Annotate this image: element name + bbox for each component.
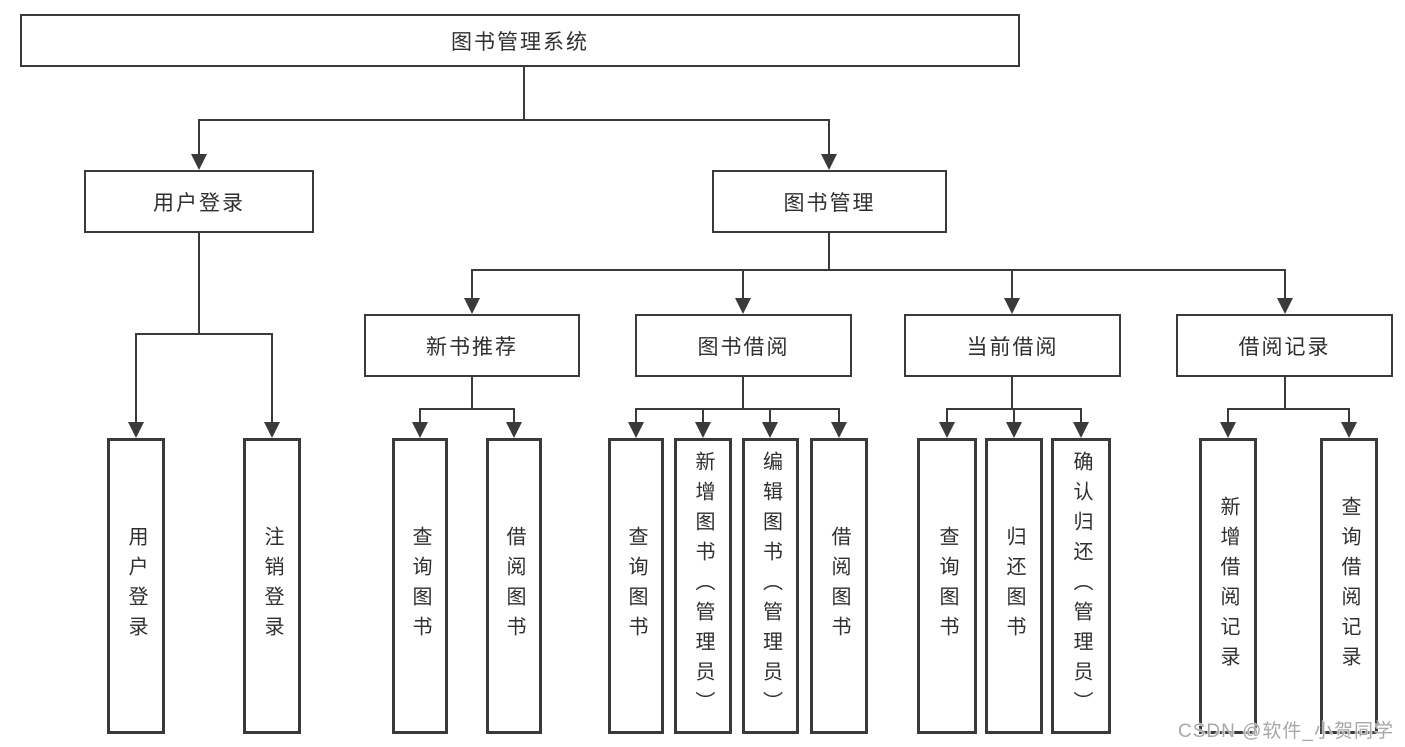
connector-user-login-stem (198, 233, 200, 335)
node-root: 图书管理系统 (20, 14, 1020, 67)
leaf-br-add-record-label: 新增借阅记录 (1217, 496, 1239, 676)
connector-arrow-stem (135, 335, 137, 422)
arrowhead-down-icon (128, 422, 144, 438)
connector-arrow-stem (769, 410, 771, 422)
connector-level3-rail (471, 269, 1286, 271)
leaf-br-add-record: 新增借阅记录 (1199, 438, 1257, 734)
connector-arrow-stem (471, 271, 473, 298)
connector-arrow-stem (702, 410, 704, 422)
connector-arrow-stem (838, 410, 840, 422)
leaf-cb-return-book-label: 归还图书 (1003, 526, 1025, 646)
leaf-bb-edit-book-label: 编辑图书（管理员） (759, 451, 782, 721)
leaf-logout: 注销登录 (243, 438, 301, 734)
arrowhead-down-icon (506, 422, 522, 438)
arrowhead-down-icon (1006, 422, 1022, 438)
connector-arrow-stem (1348, 410, 1350, 422)
connector-root-stem (523, 67, 525, 120)
connector-arrow-stem (198, 120, 200, 154)
leaf-nb-query-book-label: 查询图书 (409, 526, 431, 646)
connector-arrow-stem (1011, 271, 1013, 298)
node-user-login: 用户登录 (84, 170, 314, 233)
arrowhead-down-icon (1004, 298, 1020, 314)
node-new-book-recommend-label: 新书推荐 (426, 335, 518, 359)
arrowhead-down-icon (628, 422, 644, 438)
leaf-cb-confirm-return-label: 确认归还（管理员） (1070, 451, 1092, 721)
connector-book-mgmt-stem (828, 233, 830, 271)
arrowhead-down-icon (264, 422, 280, 438)
connector-arrow-stem (828, 120, 830, 154)
leaf-logout-label: 注销登录 (261, 526, 283, 646)
leaf-bb-edit-book: 编辑图书（管理员） (742, 438, 799, 734)
connector-new-book-rail (419, 408, 515, 410)
node-borrow-record: 借阅记录 (1176, 314, 1393, 377)
leaf-nb-query-book: 查询图书 (392, 438, 448, 734)
connector-arrow-stem (271, 335, 273, 422)
leaf-user-login: 用户登录 (107, 438, 165, 734)
connector-arrow-stem (1080, 410, 1082, 422)
leaf-cb-query-book: 查询图书 (917, 438, 977, 734)
connector-book-borrow-stem (742, 377, 744, 410)
connector-arrow-stem (1227, 410, 1229, 422)
connector-arrow-stem (946, 410, 948, 422)
node-book-management: 图书管理 (712, 170, 947, 233)
leaf-cb-query-book-label: 查询图书 (936, 526, 958, 646)
node-book-borrow-label: 图书借阅 (697, 335, 790, 359)
arrowhead-down-icon (1341, 422, 1357, 438)
leaf-cb-return-book: 归还图书 (985, 438, 1043, 734)
connector-borrow-record-stem (1284, 377, 1286, 410)
leaf-bb-query-book-label: 查询图书 (625, 526, 647, 646)
leaf-nb-borrow-book-label: 借阅图书 (503, 526, 525, 646)
connector-arrow-stem (1013, 410, 1015, 422)
arrowhead-down-icon (1220, 422, 1236, 438)
leaf-bb-query-book: 查询图书 (608, 438, 664, 734)
node-root-label: 图书管理系统 (451, 30, 589, 54)
connector-arrow-stem (635, 410, 637, 422)
leaf-bb-borrow-book-label: 借阅图书 (828, 526, 850, 646)
leaf-cb-confirm-return: 确认归还（管理员） (1051, 438, 1111, 734)
node-book-management-label: 图书管理 (783, 191, 876, 215)
arrowhead-down-icon (762, 422, 778, 438)
connector-current-borrow-rail (946, 408, 1082, 410)
arrowhead-down-icon (1277, 298, 1293, 314)
leaf-br-query-record-label: 查询借阅记录 (1338, 496, 1360, 676)
csdn-watermark: CSDN @软件_小贺同学 (1178, 721, 1394, 742)
arrowhead-down-icon (191, 154, 207, 170)
connector-book-borrow-rail (635, 408, 840, 410)
arrowhead-down-icon (1073, 422, 1089, 438)
node-current-borrow: 当前借阅 (904, 314, 1121, 377)
leaf-bb-borrow-book: 借阅图书 (810, 438, 868, 734)
leaf-user-login-label: 用户登录 (125, 526, 147, 646)
arrowhead-down-icon (464, 298, 480, 314)
arrowhead-down-icon (939, 422, 955, 438)
connector-arrow-stem (742, 271, 744, 298)
leaf-bb-add-book-label: 新增图书（管理员） (692, 451, 714, 721)
node-book-borrow: 图书借阅 (635, 314, 852, 377)
arrowhead-down-icon (412, 422, 428, 438)
leaf-nb-borrow-book: 借阅图书 (486, 438, 542, 734)
node-user-login-label: 用户登录 (153, 191, 245, 215)
connector-arrow-stem (419, 410, 421, 422)
connector-borrow-record-rail (1227, 408, 1350, 410)
node-current-borrow-label: 当前借阅 (966, 335, 1059, 359)
node-new-book-recommend: 新书推荐 (364, 314, 580, 377)
connector-arrow-stem (1284, 271, 1286, 298)
connector-level1-rail (198, 119, 830, 121)
node-borrow-record-label: 借阅记录 (1238, 335, 1331, 359)
connector-current-borrow-stem (1011, 377, 1013, 410)
leaf-br-query-record: 查询借阅记录 (1320, 438, 1378, 734)
connector-arrow-stem (513, 410, 515, 422)
arrowhead-down-icon (735, 298, 751, 314)
arrowhead-down-icon (831, 422, 847, 438)
connector-new-book-stem (471, 377, 473, 410)
connector-user-login-rail (135, 333, 273, 335)
leaf-bb-add-book: 新增图书（管理员） (674, 438, 732, 734)
arrowhead-down-icon (695, 422, 711, 438)
arrowhead-down-icon (821, 154, 837, 170)
